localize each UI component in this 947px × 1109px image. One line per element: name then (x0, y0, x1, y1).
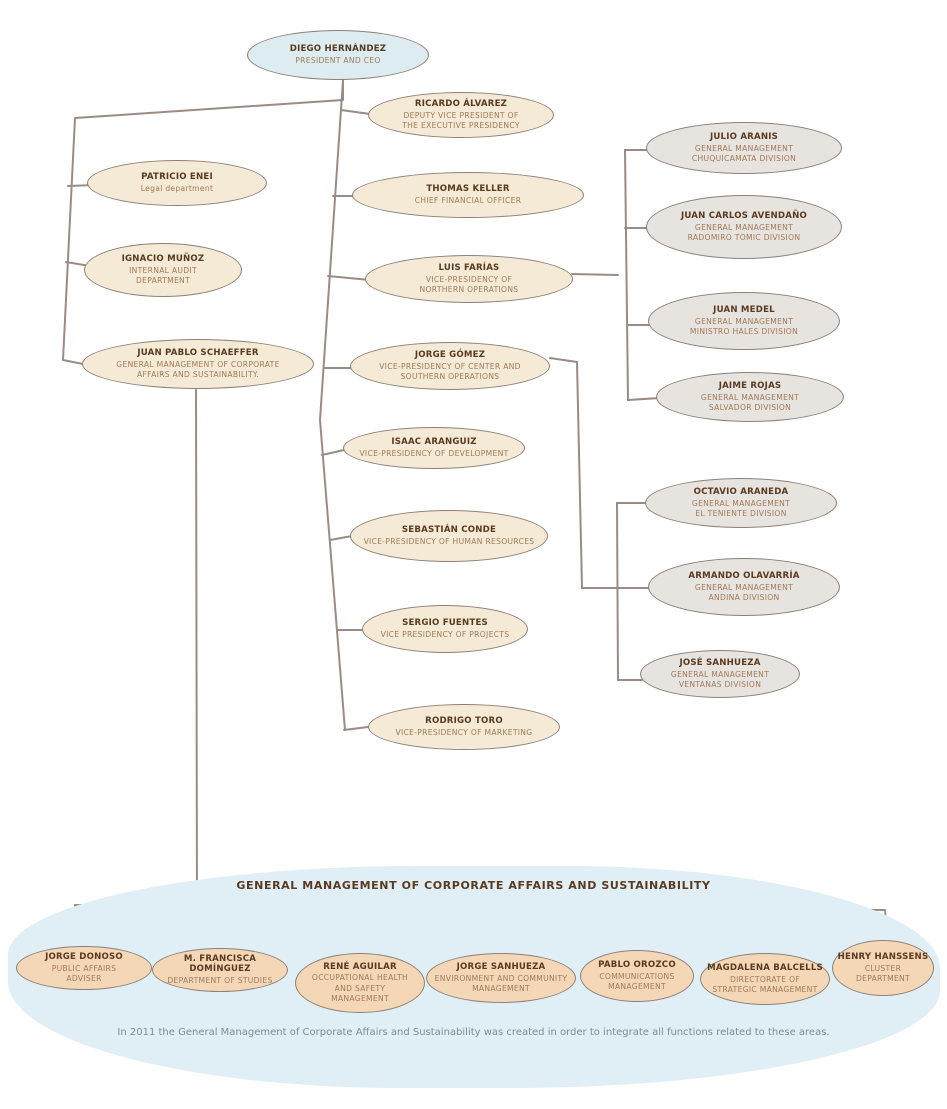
ceo-title: PRESIDENT AND CEO (295, 55, 381, 65)
division-name: JUAN MEDEL (713, 304, 775, 315)
executive-name: THOMAS KELLER (426, 184, 510, 194)
division-node: JUAN CARLOS AVENDAÑO GENERAL MANAGEMENT … (646, 195, 842, 259)
division-name: JUAN CARLOS AVENDAÑO (680, 210, 808, 221)
executive-title: VICE-PRESIDENCY OF MARKETING (395, 727, 533, 737)
staff-name: JUAN PABLO SCHAEFFER (137, 347, 259, 358)
division-node: ARMANDO OLAVARRÍA GENERAL MANAGEMENT AND… (648, 558, 840, 616)
staff-node: PATRICIO ENEI Legal department (87, 160, 267, 206)
division-title: GENERAL MANAGEMENT EL TENIENTE DIVISION (691, 498, 791, 518)
staff-title: GENERAL MANAGEMENT OF CORPORATE AFFAIRS … (116, 359, 280, 379)
staff-name: IGNACIO MUÑOZ (121, 253, 205, 264)
executive-node: JORGE GÓMEZ VICE-PRESIDENCY OF CENTER AN… (350, 342, 550, 390)
executive-node: THOMAS KELLER CHIEF FINANCIAL OFFICER (352, 172, 584, 218)
footnote: In 2011 the General Management of Corpor… (117, 1027, 830, 1038)
executive-title: CHIEF FINANCIAL OFFICER (414, 195, 522, 205)
division-title: GENERAL MANAGEMENT ANDINA DIVISION (694, 582, 794, 602)
division-title: GENERAL MANAGEMENT VENTANAS DIVISION (670, 669, 770, 689)
unit-name: PABLO OROZCO (598, 959, 676, 970)
division-node: JAIME ROJAS GENERAL MANAGEMENT SALVADOR … (656, 372, 844, 422)
division-node: OCTAVIO ARANEDA GENERAL MANAGEMENT EL TE… (645, 478, 837, 528)
unit-name: M. FRANCISCA DOMÍNGUEZ (183, 953, 257, 975)
ceo-name: DIEGO HERNÁNDEZ (289, 44, 387, 54)
unit-title: DEPARTMENT OF STUDIES (167, 976, 273, 986)
corporate-unit-node: PABLO OROZCO COMMUNICATIONS MANAGEMENT (580, 950, 694, 1002)
unit-title: CLUSTER DEPARTMENT (856, 963, 910, 983)
corporate-unit-node: RENÉ AGUILAR OCCUPATIONAL HEALTH AND SAF… (295, 953, 425, 1013)
corporate-unit-node: MAGDALENA BALCELLS DIRECTORATE OF STRATE… (700, 953, 830, 1005)
division-node: JULIO ARANIS GENERAL MANAGEMENT CHUQUICA… (646, 122, 842, 174)
executive-title: VICE-PRESIDENCY OF DEVELOPMENT (359, 448, 509, 458)
unit-name: MAGDALENA BALCELLS (707, 962, 823, 973)
executive-title: VICE-PRESIDENCY OF HUMAN RESOURCES (363, 536, 535, 546)
staff-node: JUAN PABLO SCHAEFFER GENERAL MANAGEMENT … (82, 339, 314, 389)
staff-name: PATRICIO ENEI (141, 172, 213, 182)
division-title: GENERAL MANAGEMENT RADOMIRO TOMIC DIVISI… (687, 222, 801, 242)
executive-node: RICARDO ÁLVAREZ DEPUTY VICE PRESIDENT OF… (368, 92, 554, 138)
staff-title: INTERNAL AUDIT DEPARTMENT (129, 265, 197, 285)
executive-title: VICE-PRESIDENCY OF NORTHERN OPERATIONS (419, 274, 519, 294)
staff-title: Legal department (140, 183, 214, 193)
division-name: OCTAVIO ARANEDA (693, 486, 789, 497)
executive-node: SEBASTIÁN CONDE VICE-PRESIDENCY OF HUMAN… (350, 510, 548, 562)
ceo-node: DIEGO HERNÁNDEZ PRESIDENT AND CEO (247, 30, 429, 80)
executive-name: LUIS FARÍAS (438, 262, 500, 273)
executive-name: RODRIGO TORO (425, 716, 503, 726)
corporate-affairs-heading: GENERAL MANAGEMENT OF CORPORATE AFFAIRS … (236, 879, 711, 892)
executive-name: SERGIO FUENTES (402, 618, 488, 628)
unit-title: DIRECTORATE OF STRATEGIC MANAGEMENT (712, 974, 818, 994)
division-name: JOSÉ SANHUEZA (679, 657, 761, 668)
division-name: ARMANDO OLAVARRÍA (688, 570, 800, 581)
unit-title: ENVIRONMENT AND COMMUNITY MANAGEMENT (434, 973, 568, 993)
unit-name: HENRY HANSSENS (837, 951, 929, 962)
unit-title: COMMUNICATIONS MANAGEMENT (599, 971, 675, 991)
division-name: JAIME ROJAS (718, 380, 782, 391)
executive-node: LUIS FARÍAS VICE-PRESIDENCY OF NORTHERN … (365, 255, 573, 303)
division-node: JUAN MEDEL GENERAL MANAGEMENT MINISTRO H… (648, 292, 840, 350)
division-title: GENERAL MANAGEMENT SALVADOR DIVISION (700, 392, 800, 412)
executive-title: VICE-PRESIDENCY OF CENTER AND SOUTHERN O… (379, 361, 521, 381)
executive-name: JORGE GÓMEZ (414, 349, 486, 360)
unit-name: RENÉ AGUILAR (323, 961, 397, 972)
division-title: GENERAL MANAGEMENT MINISTRO HALES DIVISI… (689, 316, 799, 336)
executive-node: SERGIO FUENTES VICE PRESIDENCY OF PROJEC… (362, 605, 528, 653)
corporate-unit-node: JORGE DONOSO PUBLIC AFFAIRS ADVISER (16, 946, 152, 990)
division-node: JOSÉ SANHUEZA GENERAL MANAGEMENT VENTANA… (640, 650, 800, 698)
executive-name: ISAAC ARANGUIZ (391, 437, 477, 447)
division-title: GENERAL MANAGEMENT CHUQUICAMATA DIVISION (691, 143, 797, 163)
executive-name: RICARDO ÁLVAREZ (414, 98, 508, 109)
executive-title: VICE PRESIDENCY OF PROJECTS (380, 629, 510, 639)
executive-node: ISAAC ARANGUIZ VICE-PRESIDENCY OF DEVELO… (343, 427, 525, 469)
executive-title: DEPUTY VICE PRESIDENT OF THE EXECUTIVE P… (402, 110, 520, 130)
unit-title: OCCUPATIONAL HEALTH AND SAFETY MANAGEMEN… (311, 973, 409, 1003)
corporate-unit-node: HENRY HANSSENS CLUSTER DEPARTMENT (832, 940, 934, 996)
unit-name: JORGE SANHUEZA (456, 961, 546, 972)
staff-node: IGNACIO MUÑOZ INTERNAL AUDIT DEPARTMENT (84, 243, 242, 297)
corporate-unit-node: M. FRANCISCA DOMÍNGUEZ DEPARTMENT OF STU… (152, 948, 288, 992)
corporate-unit-node: JORGE SANHUEZA ENVIRONMENT AND COMMUNITY… (426, 953, 576, 1003)
division-name: JULIO ARANIS (709, 131, 779, 142)
unit-title: PUBLIC AFFAIRS ADVISER (51, 963, 117, 983)
unit-name: JORGE DONOSO (45, 951, 123, 962)
executive-name: SEBASTIÁN CONDE (401, 525, 497, 535)
executive-node: RODRIGO TORO VICE-PRESIDENCY OF MARKETIN… (368, 704, 560, 750)
